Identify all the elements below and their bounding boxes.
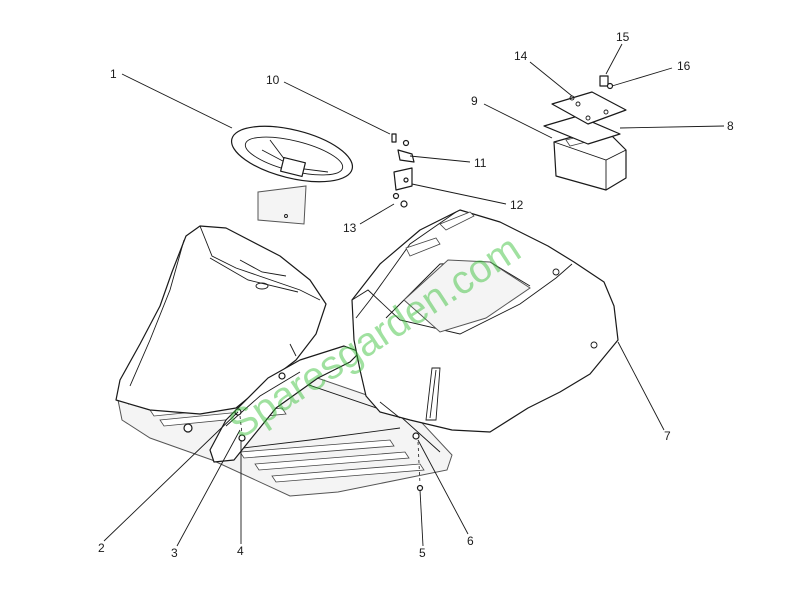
ignition-switch: [391, 133, 415, 208]
callout-13: 13: [343, 221, 357, 235]
front-panel: [209, 345, 361, 463]
rear-body: [351, 209, 619, 433]
callout-9: 9: [471, 94, 478, 108]
callout-12: 12: [510, 198, 524, 212]
callout-7: 7: [664, 429, 671, 443]
callout-10: 10: [266, 73, 280, 87]
callouts: 1 2 3 4 5 6 7 8 9 10 11 12 13 14 15 16: [98, 30, 734, 560]
callout-14: 14: [514, 49, 528, 63]
callout-11: 11: [474, 156, 487, 170]
callout-16: 16: [677, 59, 691, 73]
fasteners: [183, 372, 424, 492]
callout-3: 3: [171, 546, 178, 560]
leader-lines: [103, 43, 725, 547]
callout-6: 6: [467, 534, 474, 548]
callout-8: 8: [727, 119, 734, 133]
callout-1: 1: [110, 67, 117, 81]
battery-box: [543, 75, 627, 191]
callout-4: 4: [237, 544, 244, 558]
callout-5: 5: [419, 546, 426, 560]
callout-2: 2: [98, 541, 105, 555]
callout-15: 15: [616, 30, 630, 44]
steering-wheel: [230, 125, 354, 225]
